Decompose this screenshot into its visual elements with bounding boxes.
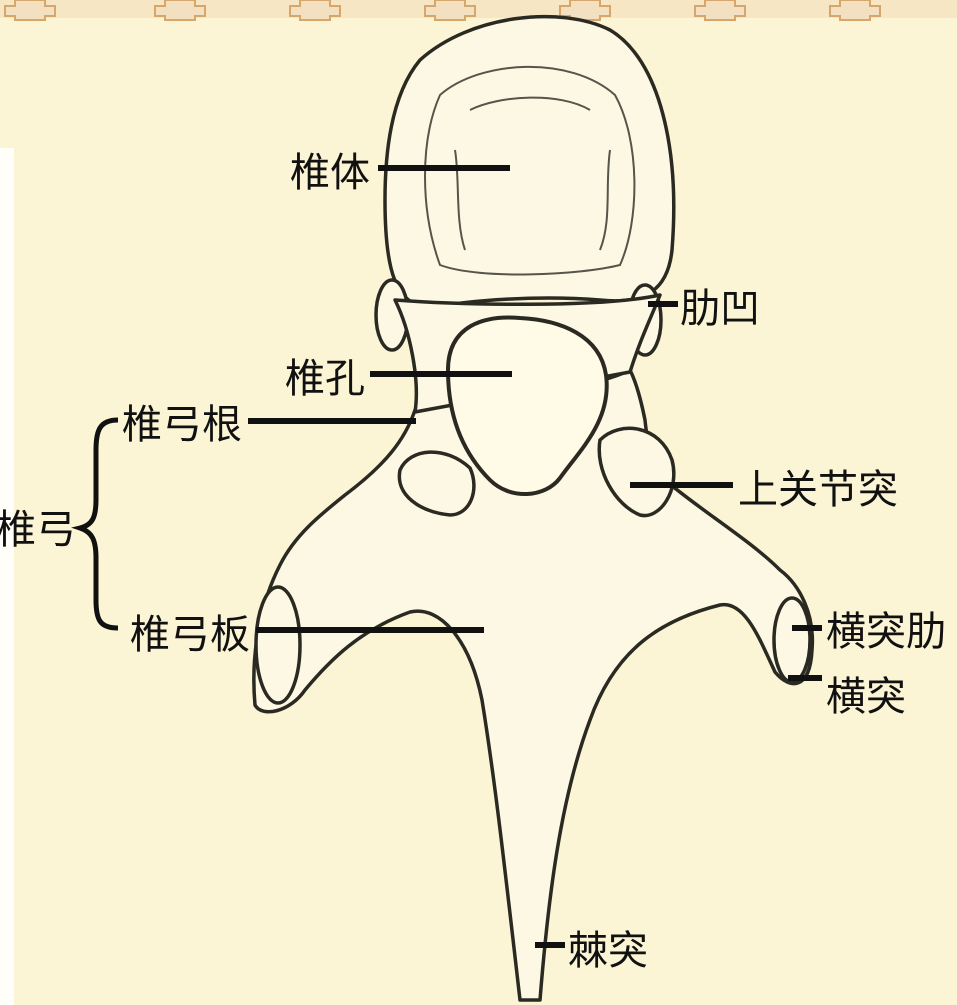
transverse-costal-fovea-shape <box>774 598 810 682</box>
label-transverse-costal-fovea: 横突肋 <box>826 609 946 655</box>
label-superior-articular-process: 上关节突 <box>738 467 898 513</box>
top-border-decoration <box>0 0 957 20</box>
label-vertebral-foramen: 椎孔 <box>285 356 365 402</box>
label-vertebral-body: 椎体 <box>290 150 370 196</box>
vertebral-arch-bracket <box>80 420 118 628</box>
vertebral-body-shape <box>385 17 674 308</box>
label-pedicle: 椎弓根 <box>122 402 242 448</box>
label-lamina: 椎弓板 <box>130 612 250 658</box>
left-transverse-end-shape <box>256 587 300 703</box>
label-spinous-process: 棘突 <box>568 928 648 974</box>
label-vertebral-arch: 椎弓 <box>0 507 76 553</box>
label-transverse-process: 横突 <box>826 674 906 720</box>
left-panel-edge <box>0 148 14 1005</box>
label-costal-fovea: 肋凹 <box>680 286 760 332</box>
